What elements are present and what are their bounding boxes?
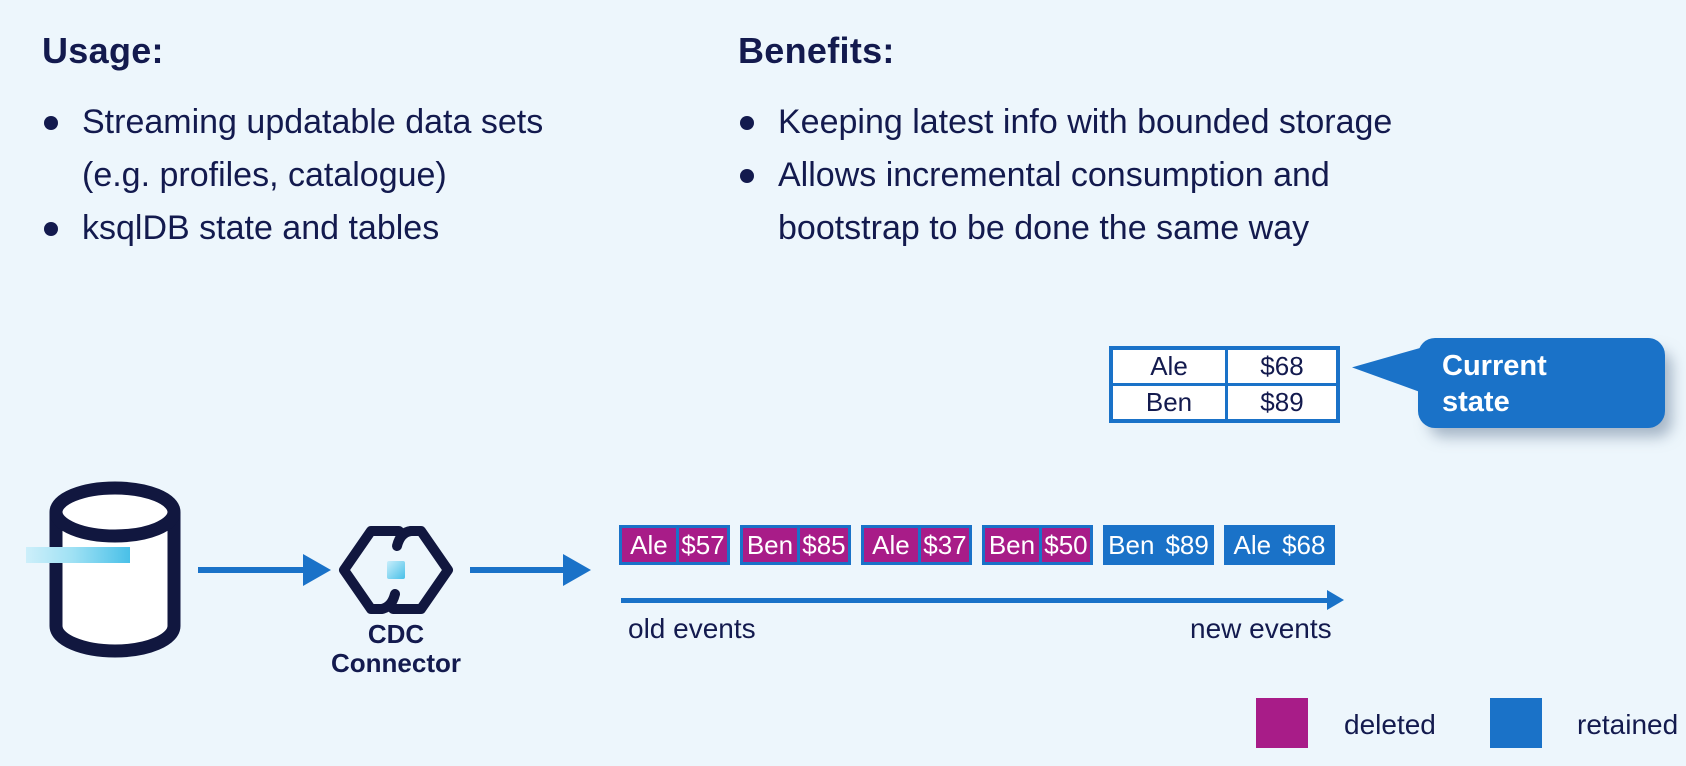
new-events-label: new events bbox=[1190, 613, 1332, 644]
usage-item-line: (e.g. profiles, catalogue) bbox=[42, 149, 543, 202]
benefits-item-line: Allows incremental consumption and bbox=[738, 149, 1392, 202]
table-cell-name: Ale bbox=[1113, 350, 1225, 383]
event-value: $89 bbox=[1165, 529, 1209, 560]
table-cell-value: $68 bbox=[1228, 350, 1336, 383]
event-value: $57 bbox=[678, 528, 727, 562]
event-box-deleted: Ben $85 bbox=[740, 525, 851, 565]
event-box-deleted: Ben $50 bbox=[982, 525, 1093, 565]
db-to-connector-arrow bbox=[198, 567, 304, 573]
usage-heading: Usage: bbox=[42, 30, 164, 71]
table-cell-name: Ben bbox=[1113, 386, 1225, 419]
benefits-item-line: Keeping latest info with bounded storage bbox=[738, 96, 1392, 149]
benefits-item-text: Allows incremental consumption and bbox=[778, 156, 1330, 194]
bullet-icon bbox=[44, 222, 58, 236]
usage-item-text: ksqlDB state and tables bbox=[82, 209, 440, 247]
change-record-bar-icon bbox=[26, 547, 130, 563]
arrow-head-icon bbox=[303, 554, 331, 586]
arrow-head-icon bbox=[1327, 590, 1344, 610]
usage-item-line: Streaming updatable data sets bbox=[42, 96, 543, 149]
event-name: Ale bbox=[864, 528, 918, 562]
callout-pointer-icon bbox=[1352, 348, 1420, 392]
event-name: Ben bbox=[1108, 529, 1155, 560]
benefits-heading: Benefits: bbox=[738, 30, 895, 71]
event-name: Ale bbox=[622, 528, 676, 562]
table-cell-value: $89 bbox=[1228, 386, 1336, 419]
event-value: $37 bbox=[920, 528, 969, 562]
current-state-table: Ale $68 Ben $89 bbox=[1109, 346, 1340, 423]
event-name: Ben bbox=[985, 528, 1039, 562]
event-value: $50 bbox=[1041, 528, 1090, 562]
benefits-item-line: bootstrap to be done the same way bbox=[738, 202, 1392, 255]
legend-swatch-retained bbox=[1490, 698, 1542, 748]
arrow-head-icon bbox=[563, 554, 591, 586]
callout-text: Current bbox=[1442, 350, 1547, 382]
event-value: $68 bbox=[1282, 529, 1326, 560]
usage-item-text: (e.g. profiles, catalogue) bbox=[82, 156, 447, 194]
current-state-callout: Current state bbox=[1352, 338, 1665, 428]
benefits-item-text: bootstrap to be done the same way bbox=[778, 209, 1310, 247]
event-value: $85 bbox=[799, 528, 848, 562]
legend-label-retained: retained bbox=[1577, 709, 1679, 740]
event-box-deleted: Ale $57 bbox=[619, 525, 730, 565]
event-name: Ben bbox=[743, 528, 797, 562]
callout-text: state bbox=[1442, 386, 1510, 418]
connector-to-topic-arrow bbox=[470, 567, 564, 573]
event-box-retained: Ale $68 bbox=[1224, 525, 1335, 565]
timeline-arrow bbox=[621, 598, 1328, 603]
event-box-deleted: Ale $37 bbox=[861, 525, 972, 565]
bullet-icon bbox=[740, 116, 754, 130]
benefits-item-text: Keeping latest info with bounded storage bbox=[778, 103, 1393, 141]
usage-item-text: Streaming updatable data sets bbox=[82, 103, 544, 141]
cdc-connector-label: Connector bbox=[331, 648, 461, 678]
usage-bullets: Streaming updatable data sets (e.g. prof… bbox=[42, 96, 543, 255]
bullet-icon bbox=[44, 116, 58, 130]
legend-label-deleted: deleted bbox=[1344, 709, 1436, 740]
database-cylinder-icon bbox=[49, 481, 181, 658]
cdc-connector-label: CDC bbox=[367, 619, 425, 649]
old-events-label: old events bbox=[628, 613, 756, 644]
benefits-bullets: Keeping latest info with bounded storage… bbox=[738, 96, 1392, 255]
bullet-icon bbox=[740, 169, 754, 183]
legend-swatch-deleted bbox=[1256, 698, 1308, 748]
event-stream: Ale $57 Ben $85 Ale $37 Ben $50 Ben $89 … bbox=[619, 525, 1335, 565]
event-name: Ale bbox=[1233, 529, 1272, 560]
event-box-retained: Ben $89 bbox=[1103, 525, 1214, 565]
cdc-connector-icon bbox=[339, 526, 453, 614]
usage-item-line: ksqlDB state and tables bbox=[42, 202, 543, 255]
